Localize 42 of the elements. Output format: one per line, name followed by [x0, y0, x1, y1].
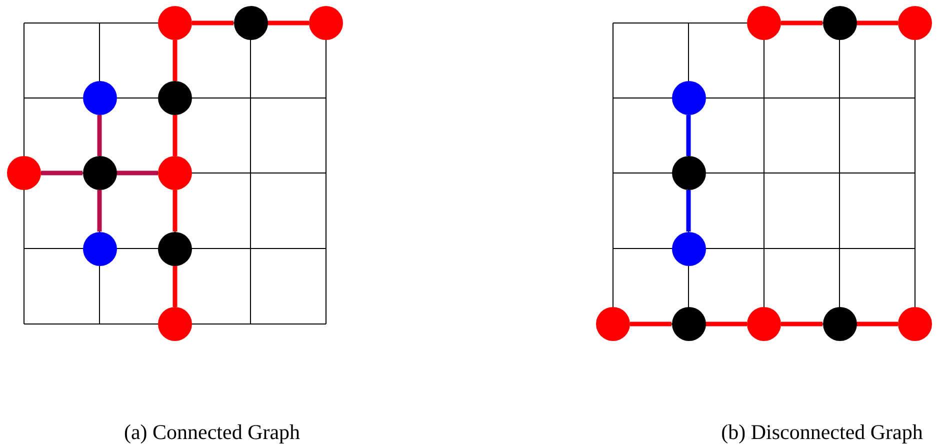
- vertex-dot: [309, 6, 343, 40]
- edge-line: [116, 170, 158, 176]
- edge-line: [706, 322, 747, 326]
- vertex-dot: [234, 6, 268, 40]
- edge-line: [172, 115, 178, 156]
- vertex-dot: [822, 6, 856, 40]
- edge-line: [781, 322, 822, 326]
- vertex-dot: [158, 307, 192, 341]
- edge-line: [172, 266, 178, 307]
- vertex-dot: [158, 156, 192, 190]
- edge-line: [172, 190, 178, 232]
- caption: (a) Connected Graph: [124, 420, 300, 445]
- edge-line: [41, 170, 82, 176]
- edge-line: [856, 20, 898, 26]
- vertex-dot: [898, 307, 932, 341]
- vertex-dot: [672, 156, 706, 190]
- vertex-dot: [747, 307, 781, 341]
- vertex-dot: [898, 6, 932, 40]
- edge-line: [192, 20, 234, 26]
- edge-line: [97, 115, 102, 156]
- edge-line: [97, 190, 102, 232]
- caption: (b) Disconnected Graph: [721, 420, 923, 445]
- vertex-dot: [82, 232, 116, 266]
- edge-line: [856, 322, 898, 326]
- vertex-dot: [672, 81, 706, 115]
- edge-line: [172, 40, 178, 81]
- vertex-dot: [158, 81, 192, 115]
- vertex-dot: [7, 156, 41, 190]
- vertex-dot: [82, 156, 116, 190]
- edge-line: [686, 190, 691, 232]
- vertex-dot: [672, 232, 706, 266]
- vertex-dot: [158, 6, 192, 40]
- edge-line: [630, 322, 672, 326]
- vertex-dot: [747, 6, 781, 40]
- vertex-dot: [158, 232, 192, 266]
- edge-line: [268, 20, 309, 26]
- vertex-dot: [596, 307, 630, 341]
- vertex-dot: [672, 307, 706, 341]
- edge-line: [781, 20, 822, 26]
- edge-line: [686, 115, 691, 156]
- vertex-dot: [82, 81, 116, 115]
- vertex-dot: [822, 307, 856, 341]
